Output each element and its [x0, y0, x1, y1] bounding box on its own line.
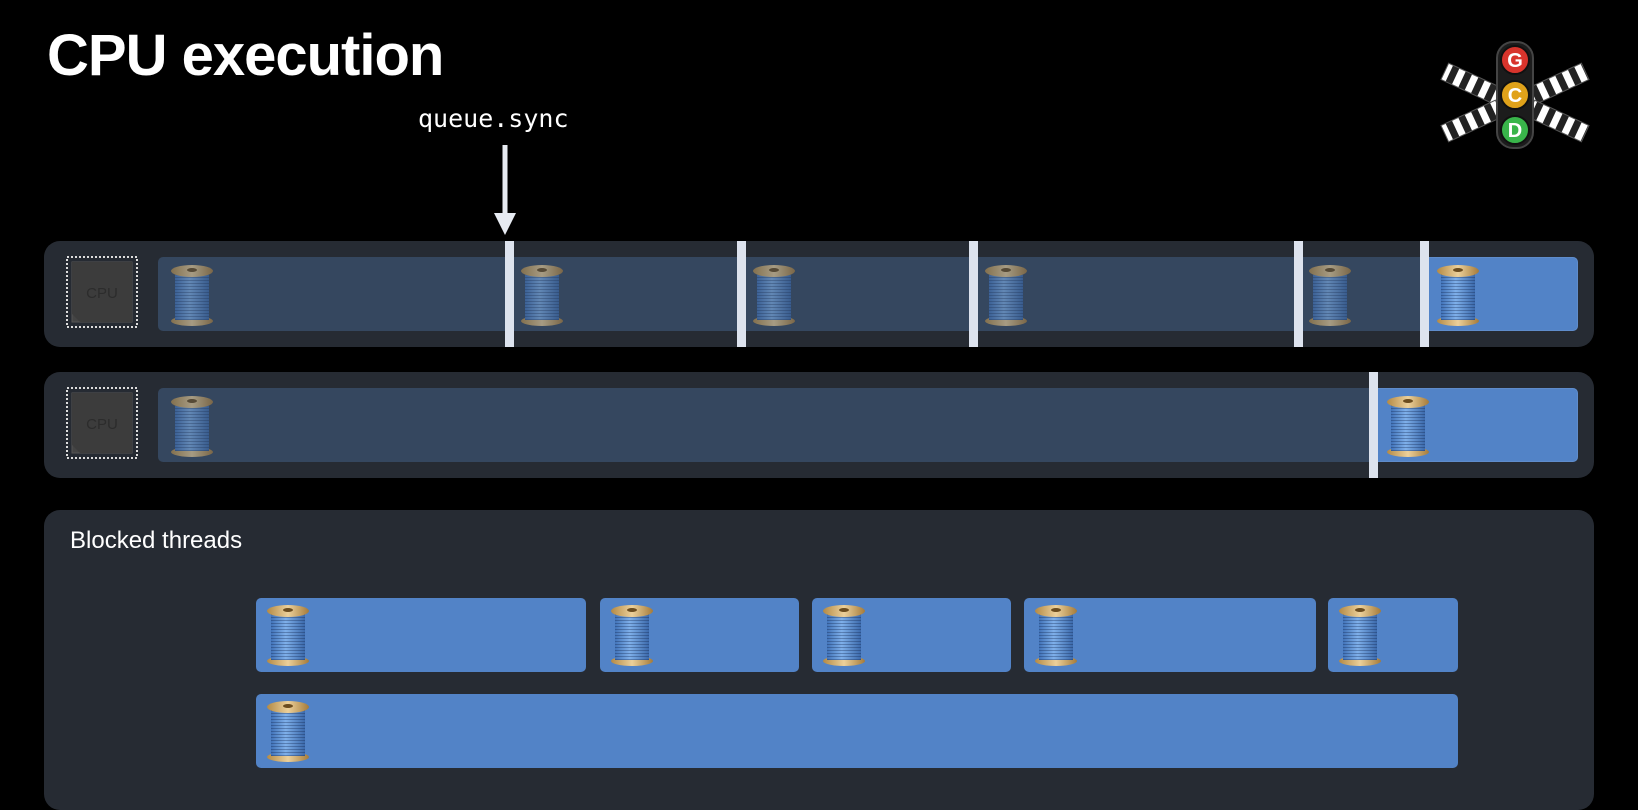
thread-spool-icon [1309, 265, 1351, 326]
blocked-thread [256, 598, 586, 672]
thread-spool-icon [171, 265, 213, 326]
logo-letter-c: C [1508, 85, 1522, 107]
thread-spool-icon [267, 605, 309, 666]
logo-letter-g: G [1507, 50, 1523, 72]
context-switch-marker [1420, 241, 1429, 347]
thread-spool-icon [753, 265, 795, 326]
cpu-chip-icon: CPU [66, 256, 138, 328]
context-switch-marker [737, 241, 746, 347]
blocked-threads-label: Blocked threads [70, 527, 243, 554]
thread-spool-icon [1035, 605, 1077, 666]
thread-track [158, 241, 1578, 347]
thread-spool-icon [985, 265, 1027, 326]
cpu-chip-icon: CPU [66, 387, 138, 459]
queue-sync-arrow-icon [494, 145, 516, 235]
page-title: CPU execution [47, 23, 444, 88]
thread-spool-icon [611, 605, 653, 666]
blocked-thread [600, 598, 799, 672]
cpu-lane-2: CPU [44, 372, 1594, 478]
logo-letter-d: D [1508, 120, 1522, 142]
blocked-thread [1328, 598, 1458, 672]
gcd-traffic-light-logo: G C D [1440, 41, 1590, 149]
context-switch-marker [1369, 372, 1378, 478]
thread-spool-icon [1339, 605, 1381, 666]
blocked-thread [1024, 598, 1316, 672]
context-switch-marker [505, 241, 514, 347]
blocked-threads-panel: Blocked threads [44, 510, 1594, 810]
thread-spool-icon [823, 605, 865, 666]
blocked-thread [812, 598, 1011, 672]
cpu-chip-label: CPU [86, 285, 118, 302]
thread-spool-icon [267, 701, 309, 762]
thread-spool-icon [521, 265, 563, 326]
thread-spool-icon [171, 396, 213, 457]
blocked-thread [256, 694, 1458, 768]
thread-track [158, 372, 1578, 478]
thread-spool-icon [1387, 396, 1429, 457]
cpu-lane-1: CPU [44, 241, 1594, 347]
queue-sync-label: queue.sync [418, 104, 569, 133]
cpu-chip-label: CPU [86, 416, 118, 433]
context-switch-marker [1294, 241, 1303, 347]
thread-spool-icon [1437, 265, 1479, 326]
context-switch-marker [969, 241, 978, 347]
